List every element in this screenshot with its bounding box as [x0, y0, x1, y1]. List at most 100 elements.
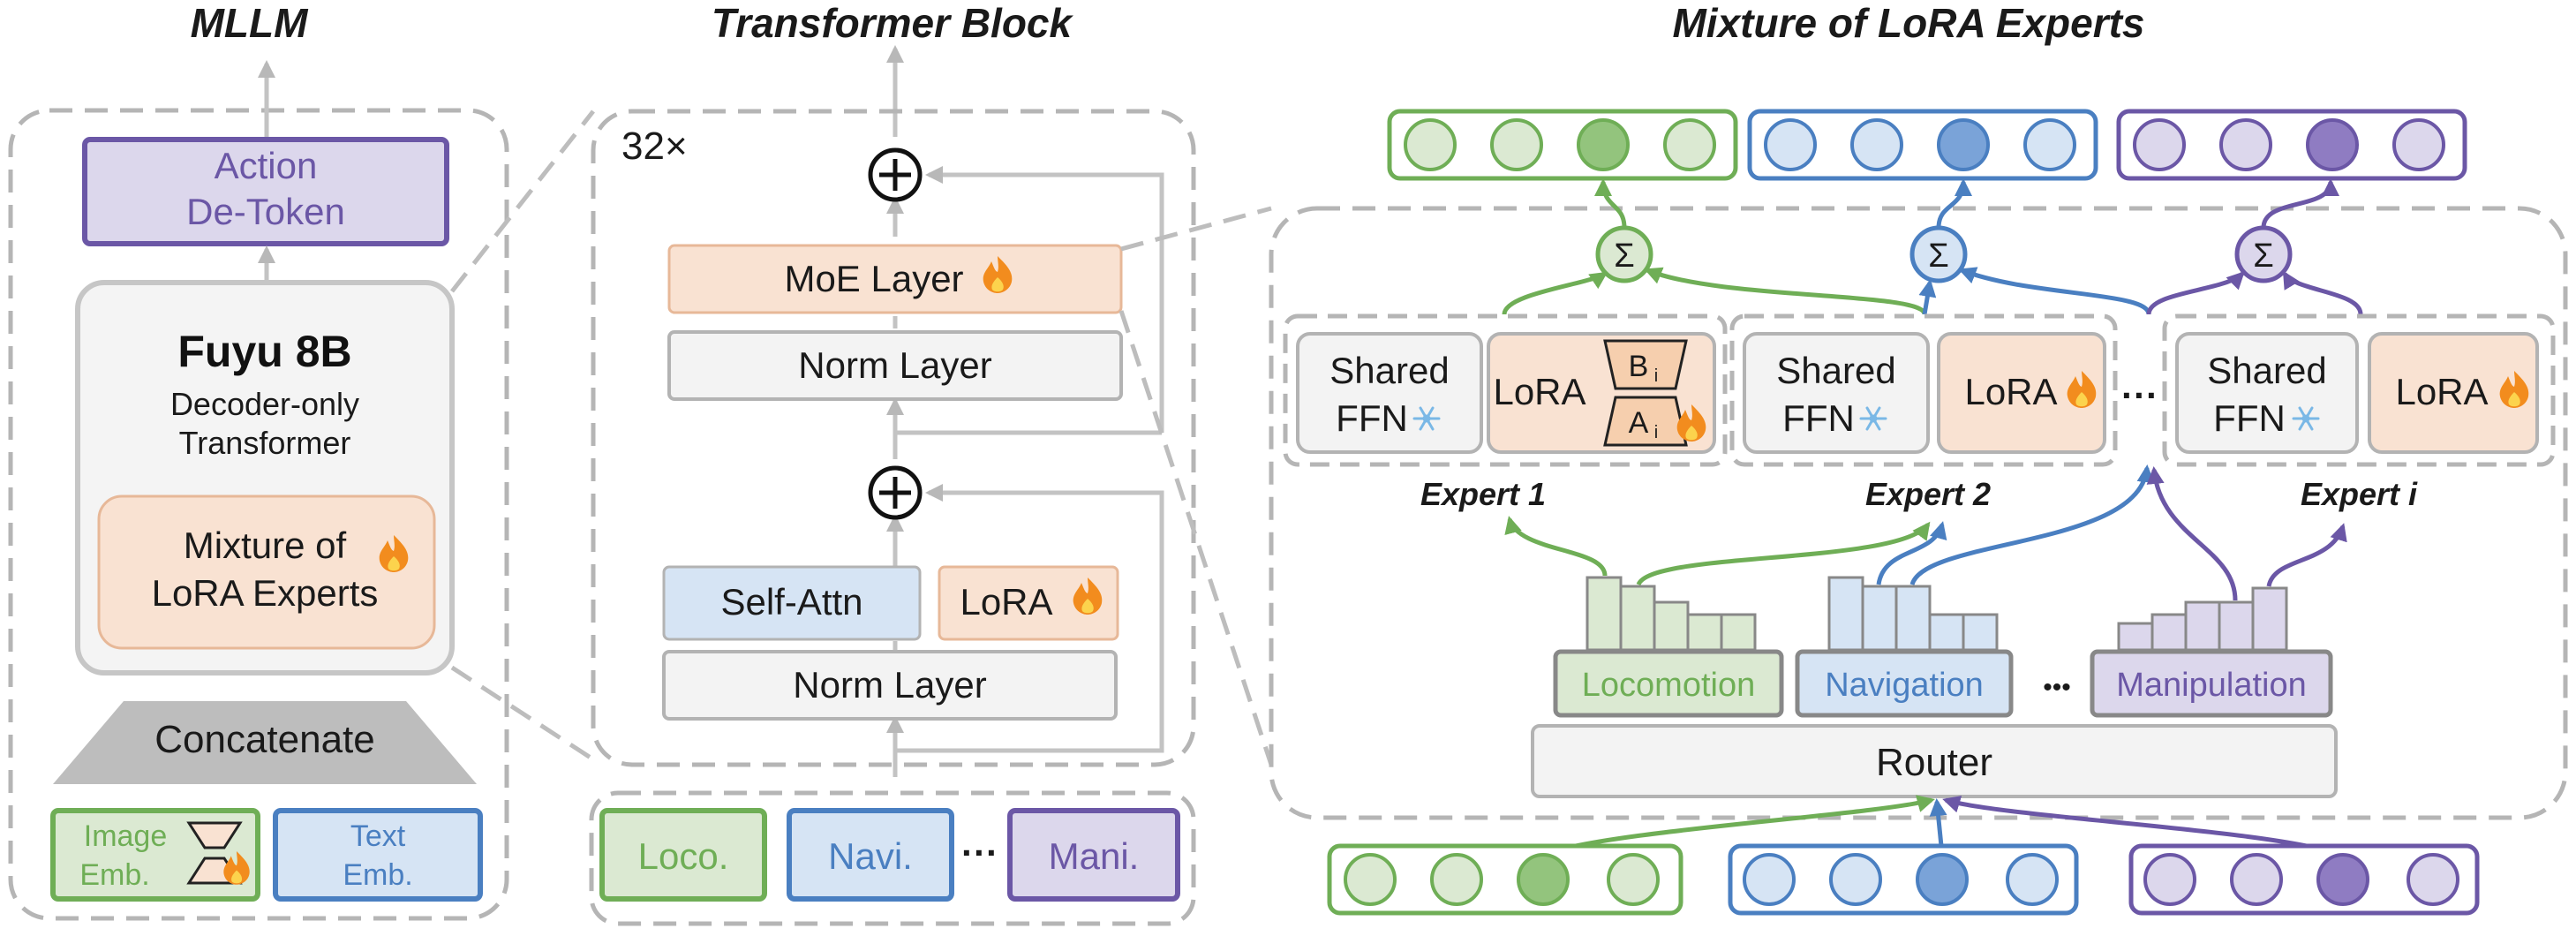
mani-to-experti — [2266, 523, 2347, 587]
output-tokens-blue — [1747, 109, 2098, 181]
fuyu-model-desc-line2: Transformer — [179, 425, 351, 461]
output-token — [1404, 118, 1457, 171]
self-attn-box — [662, 565, 922, 641]
output-token — [2219, 118, 2272, 171]
zoom-line-top — [450, 109, 595, 293]
input-token — [2143, 853, 2196, 906]
lora-attn-box — [938, 565, 1119, 641]
expert2-to-sum-blue — [1918, 279, 1937, 315]
output-token — [1490, 118, 1543, 171]
expert-1-shared-line1: Shared — [1329, 350, 1449, 391]
navi-to-expert-ellipsis — [1909, 464, 2155, 585]
expert-1-shared-line2: FFN — [1336, 397, 1408, 439]
input-ellipsis: ··· — [961, 832, 998, 873]
fuyu-model-desc-line1: Decoder-only — [170, 386, 359, 422]
input-token-selected — [2316, 853, 2369, 906]
text-emb-line2: Emb. — [343, 858, 412, 892]
input-tokens-green — [1327, 843, 1683, 916]
output-token — [1663, 118, 1716, 171]
sum-to-output-blue — [1936, 178, 1972, 229]
expert-2-container — [1729, 313, 2118, 467]
input-token-selected — [1517, 853, 1570, 906]
task-ellipsis: ••• — [2043, 673, 2071, 702]
transformer-block-panel — [591, 109, 1196, 767]
lora-a-label: A — [1629, 406, 1649, 440]
histogram-locomotion — [1586, 576, 1757, 652]
moe-layer-box — [667, 244, 1123, 314]
plus-sign — [879, 159, 911, 191]
expert-1-label: Expert 1 — [1420, 476, 1546, 512]
input-token — [1829, 853, 1882, 906]
action-detoken-line2: De-Token — [186, 191, 345, 232]
expert-i-lora-label: LoRA — [2395, 371, 2488, 412]
text-emb-box — [273, 808, 483, 902]
expert1-to-sum-green — [1502, 271, 1608, 315]
output-token — [2392, 118, 2445, 171]
task-locomotion-label: Locomotion — [1582, 667, 1755, 704]
expert-2-shared-line1: Shared — [1776, 350, 1895, 391]
mixture-of-lora-experts-title: Mixture of LoRA Experts — [1672, 0, 2144, 46]
lora-b-matrix — [1603, 339, 1688, 390]
zoom-line-moe-top — [1120, 206, 1272, 252]
plus-sign — [879, 477, 911, 509]
sum-to-output-green — [1594, 178, 1627, 229]
expert-i-label: Expert i — [2301, 476, 2418, 512]
input-navi-box — [787, 808, 954, 902]
norm-layer-bottom-label: Norm Layer — [793, 664, 986, 706]
repeat-count: 32× — [621, 125, 688, 168]
zoom-line-bottom — [450, 665, 595, 762]
expert-i-lora — [2368, 332, 2539, 454]
zoom-line-moe-bottom — [1119, 310, 1274, 766]
mllm-title: MLLM — [191, 0, 310, 46]
input-token-selected — [1916, 853, 1969, 906]
output-tokens-purple — [2116, 109, 2467, 181]
self-attn-label: Self-Attn — [720, 581, 862, 623]
input-tokens-purple — [2128, 843, 2480, 916]
sum-node-blue — [1909, 225, 1968, 283]
norm-layer-top-box — [667, 330, 1123, 401]
input-token — [1743, 853, 1796, 906]
mole-inner-box — [97, 494, 436, 650]
expert-1-shared-ffn — [1296, 332, 1483, 454]
lora-b-subscript: i — [1654, 366, 1658, 386]
input-token — [2407, 853, 2459, 906]
histogram-manipulation — [2117, 586, 2288, 652]
image-emb-line1: Image — [84, 819, 168, 853]
moe-layer-label: MoE Layer — [784, 258, 963, 299]
task-manipulation-label: Manipulation — [2116, 667, 2306, 704]
input-mani-label: Mani. — [1049, 835, 1140, 877]
sum-symbol: Σ — [1928, 238, 1949, 275]
text-emb-line1: Text — [350, 819, 406, 853]
fuyu-model-name: Fuyu 8B — [177, 327, 351, 376]
expert-1-container — [1283, 313, 1728, 467]
expert-2-shared-line2: FFN — [1782, 397, 1855, 439]
transformer-block-title: Transformer Block — [712, 0, 1074, 46]
sum-symbol: Σ — [2253, 238, 2274, 275]
loco-to-expert2 — [1636, 521, 1931, 586]
mole-panel — [1269, 206, 2568, 820]
input-navi-label: Navi. — [828, 835, 913, 877]
input-token — [1430, 853, 1483, 906]
input-token — [2230, 853, 2283, 906]
output-token — [1764, 118, 1817, 171]
action-detoken-box — [82, 137, 449, 246]
router-label: Router — [1876, 741, 1992, 784]
lora-a-subscript: i — [1654, 423, 1658, 442]
expert-2-shared-ffn — [1743, 332, 1930, 454]
expert-i-shared-line1: Shared — [2207, 350, 2326, 391]
sum-node-green — [1595, 225, 1653, 283]
output-token — [1850, 118, 1903, 171]
experti2-to-sum-purple — [2282, 270, 2363, 315]
expert2-to-sum-green — [1644, 267, 1927, 316]
output-token — [2133, 118, 2186, 171]
lora-attn-label: LoRA — [960, 581, 1052, 623]
task-navigation-box — [1795, 649, 2014, 718]
output-token — [2023, 118, 2076, 171]
sum-node-purple — [2234, 225, 2293, 283]
sum-symbol: Σ — [1614, 238, 1635, 275]
action-detoken-line1: Action — [215, 145, 318, 186]
expert-2-lora-label: LoRA — [1964, 371, 2057, 412]
mole-inner-line2: LoRA Experts — [152, 572, 379, 614]
expert-2-lora — [1937, 332, 2106, 454]
